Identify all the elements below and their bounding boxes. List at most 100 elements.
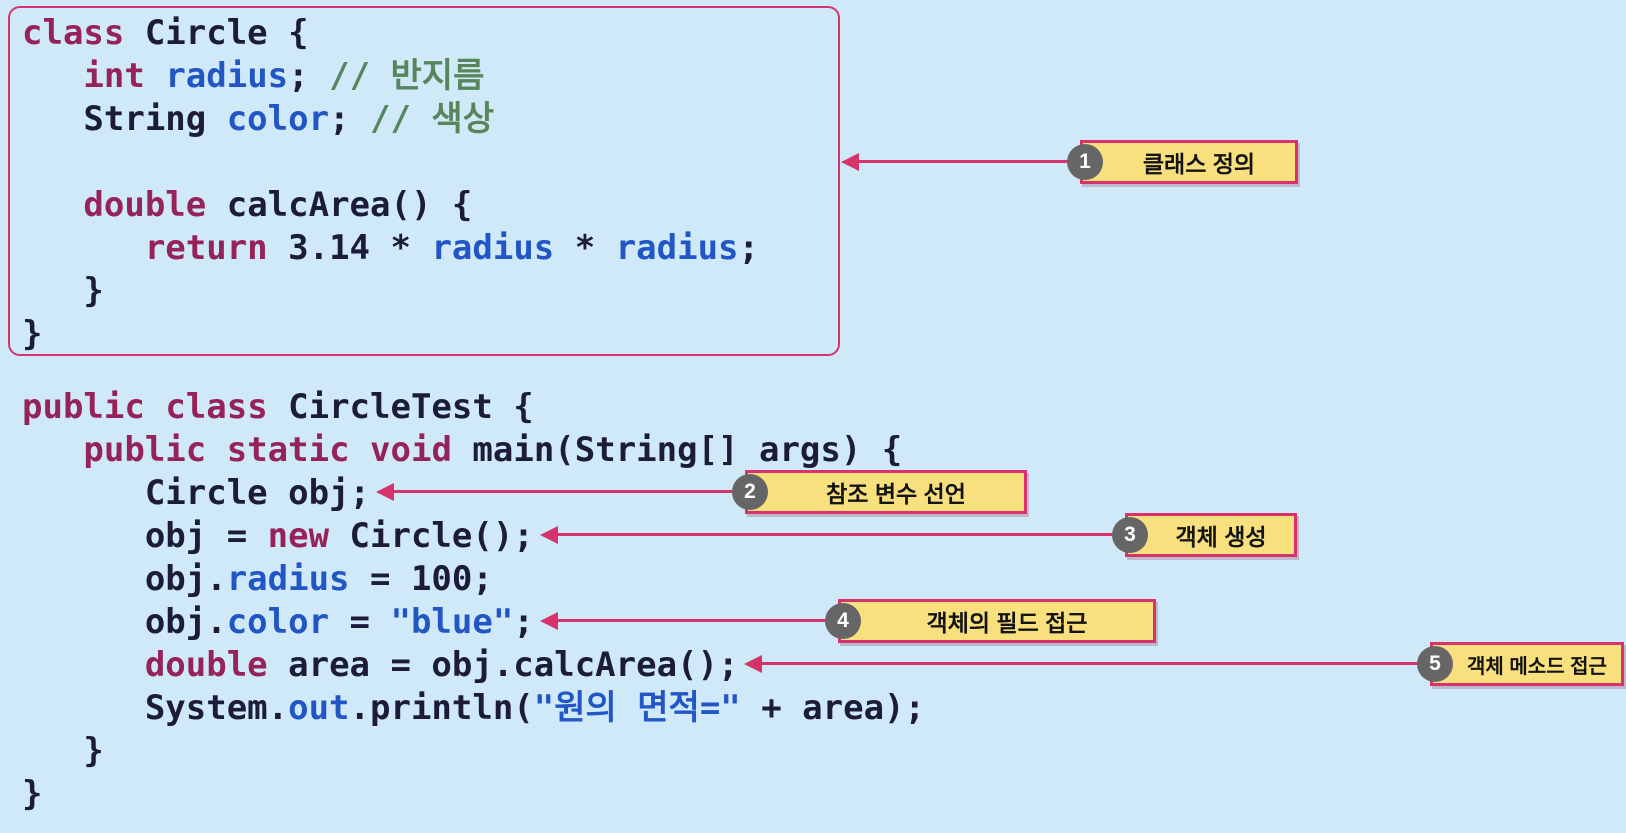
code-segment	[22, 56, 83, 96]
code-segment	[22, 645, 145, 685]
code-segment: public	[22, 387, 145, 427]
code-segment: *	[554, 228, 616, 268]
arrow-line-class-definition	[859, 160, 1080, 163]
step-5-badge: 5	[1417, 646, 1453, 682]
code-segment: class	[165, 387, 268, 427]
code-line: obj.radius = 100;	[22, 558, 925, 601]
code-segment: + area);	[740, 688, 925, 728]
code-segment: Circle();	[329, 516, 534, 556]
arrow-line-field-access	[558, 619, 839, 622]
code-segment: calcArea() {	[206, 185, 473, 225]
arrow-head-reference-variable	[376, 483, 394, 501]
code-segment: ;	[329, 99, 371, 139]
code-segment: int	[83, 56, 145, 96]
callout-field-access-label: 객체의 필드 접근	[926, 610, 1088, 636]
code-segment: obj.	[22, 559, 227, 599]
arrow-line-reference-variable	[394, 490, 746, 493]
arrow-line-object-creation	[558, 533, 1126, 536]
code-segment	[22, 228, 145, 268]
callout-object-creation-label: 객체 생성	[1175, 524, 1267, 550]
code-segment: Circle {	[124, 13, 309, 53]
code-line: }	[22, 270, 759, 313]
code-segment: // 색상	[370, 99, 494, 139]
code-segment: color	[226, 99, 330, 139]
code-segment: ;	[513, 602, 534, 642]
code-segment: radius	[165, 56, 289, 96]
code-line: Circle obj;	[22, 472, 925, 515]
code-segment: out	[288, 688, 350, 728]
code-segment	[145, 387, 165, 427]
code-segment: color	[226, 602, 330, 642]
arrow-line-method-access	[762, 662, 1431, 665]
code-segment: radius	[226, 559, 350, 599]
arrow-head-object-creation	[540, 526, 558, 544]
arrow-head-class-definition	[841, 153, 859, 171]
code-segment: radius	[431, 228, 555, 268]
code-segment: area = obj.calcArea();	[267, 645, 739, 685]
code-segment: 100	[410, 559, 473, 599]
code-segment: obj =	[22, 516, 268, 556]
code-segment: obj.	[22, 602, 227, 642]
code-segment: double	[83, 185, 207, 225]
callout-method-access-label: 객체 메소드 접근	[1467, 655, 1607, 678]
code-line: double area = obj.calcArea();	[22, 644, 925, 687]
code-segment: "blue"	[390, 602, 514, 642]
code-segment: 3.14	[288, 228, 371, 268]
code-line: double calcArea() {	[22, 184, 759, 227]
code-segment: new	[267, 516, 330, 556]
code-segment: return	[144, 228, 268, 268]
callout-reference-variable-label: 참조 변수 선언	[826, 481, 966, 507]
code-segment	[145, 56, 165, 96]
code-line: }	[22, 730, 925, 773]
step-4-badge: 4	[825, 603, 861, 639]
code-segment: // 반지름	[329, 56, 485, 96]
code-line: System.out.println("원의 면적=" + area);	[22, 687, 925, 730]
code-segment: CircleTest {	[267, 387, 534, 427]
code-segment: double	[144, 645, 268, 685]
code-line: public class CircleTest {	[22, 386, 925, 429]
code-segment: }	[22, 774, 43, 814]
code-line: obj = new Circle();	[22, 515, 925, 558]
code-segment: =	[349, 559, 411, 599]
code-segment: }	[22, 271, 104, 311]
code-segment: String	[22, 99, 227, 139]
code-segment	[268, 228, 288, 268]
code-line	[22, 141, 759, 184]
code-line: }	[22, 773, 925, 816]
step-1-badge: 1	[1067, 144, 1103, 180]
step-3-badge: 3	[1112, 517, 1148, 553]
code-segment: void	[370, 430, 452, 470]
callout-reference-variable: 2 참조 변수 선언	[732, 470, 1027, 514]
code-segment	[22, 430, 83, 470]
code-segment: class	[22, 13, 125, 53]
code-line: int radius; // 반지름	[22, 55, 759, 98]
code-segment: static	[226, 430, 350, 470]
code-line: return 3.14 * radius * radius;	[22, 227, 759, 270]
code-line: obj.color = "blue";	[22, 601, 925, 644]
callout-method-access: 5 객체 메소드 접근	[1417, 642, 1624, 686]
code-line: }	[22, 313, 759, 356]
code-line: String color; // 색상	[22, 98, 759, 141]
circle-class-border-box	[8, 6, 840, 356]
code-segment: *	[370, 228, 432, 268]
callout-field-access: 4 객체의 필드 접근	[825, 599, 1156, 643]
code-segment	[206, 430, 226, 470]
arrow-head-method-access	[744, 655, 762, 673]
code-segment: main(String[] args) {	[451, 430, 903, 470]
code-segment: System.	[22, 688, 289, 728]
code-segment: }	[22, 731, 104, 771]
arrow-head-field-access	[540, 612, 558, 630]
code-segment: public	[83, 430, 207, 470]
step-2-badge: 2	[732, 474, 768, 510]
code-segment: ;	[472, 559, 493, 599]
code-segment	[22, 185, 83, 225]
code-line: public static void main(String[] args) {	[22, 429, 925, 472]
code-line: class Circle {	[22, 12, 759, 55]
code-segment: ;	[738, 228, 760, 268]
code-block-circle-class: class Circle { int radius; // 반지름 String…	[22, 12, 759, 356]
code-block-circle-test: public class CircleTest { public static …	[22, 386, 925, 816]
code-segment: "원의 면적="	[533, 688, 741, 728]
code-segment: }	[22, 314, 43, 354]
code-segment: Circle obj;	[22, 473, 370, 513]
